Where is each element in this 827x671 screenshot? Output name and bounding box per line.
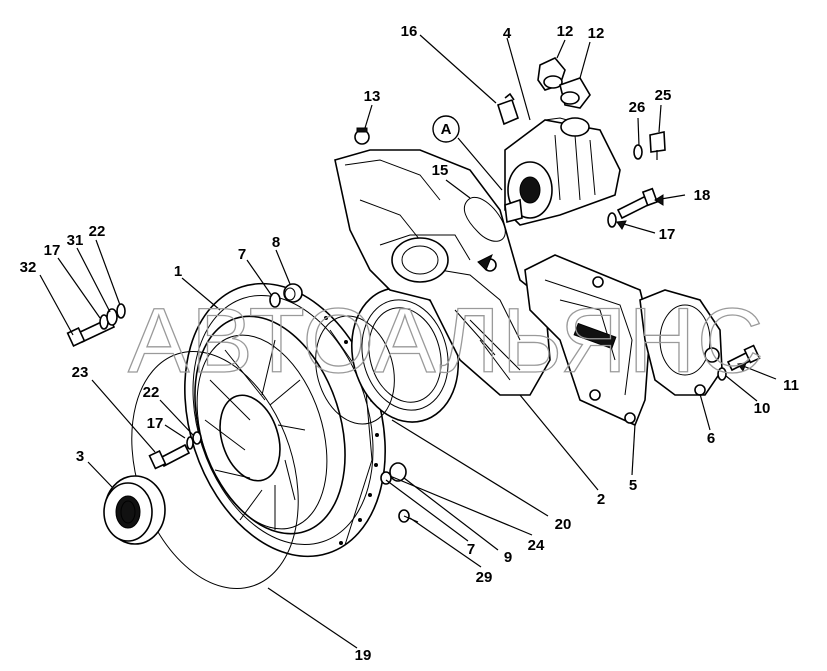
part-label-1: 1 xyxy=(174,263,182,280)
part-label-29: 29 xyxy=(476,569,493,586)
part-label-31: 31 xyxy=(67,232,84,249)
cover-bolt-part xyxy=(726,344,761,372)
part-label-9: 9 xyxy=(504,549,512,566)
gasket-part xyxy=(463,197,506,242)
callout-a: A xyxy=(432,115,460,143)
part-label-25: 25 xyxy=(655,87,672,104)
part-label-8: 8 xyxy=(272,234,280,251)
end-cover-part xyxy=(639,289,723,396)
pulley-part xyxy=(103,475,166,545)
part-label-4: 4 xyxy=(503,25,512,42)
part-label-6: 6 xyxy=(707,430,715,447)
elbow-fitting-part xyxy=(537,57,566,91)
gasket-ring-part xyxy=(315,315,395,425)
part-label-17b: 17 xyxy=(44,242,61,259)
part-number-labels: 16 4 12 12 13 26 25 15 18 17 32 17 31 22… xyxy=(20,23,799,664)
small-bolt-part xyxy=(649,131,666,160)
plug-part xyxy=(354,127,370,145)
fan-wheel-part xyxy=(184,282,386,558)
part-label-26: 26 xyxy=(629,99,646,116)
part-label-10: 10 xyxy=(754,400,771,417)
part-label-16: 16 xyxy=(401,23,418,40)
part-label-7b: 7 xyxy=(467,541,475,558)
part-label-3: 3 xyxy=(76,448,84,465)
washer-part-6 xyxy=(192,431,202,445)
cover-washer-part xyxy=(717,367,727,381)
part-label-20: 20 xyxy=(555,516,572,533)
washer-part-5 xyxy=(186,436,194,450)
drain-plug-part xyxy=(380,462,407,485)
cover-part xyxy=(524,254,651,427)
part-label-7a: 7 xyxy=(238,246,246,263)
washer-part xyxy=(633,144,643,160)
callout-a-label: A xyxy=(441,121,452,138)
part-label-2: 2 xyxy=(597,491,605,508)
watermark-text: АВТОАЛЬЯНС xyxy=(128,290,766,392)
spacer-part xyxy=(106,308,118,326)
pump-part xyxy=(504,117,621,226)
part-label-18: 18 xyxy=(694,187,711,204)
leader-lines xyxy=(39,34,777,649)
part-label-23: 23 xyxy=(72,364,89,381)
stud-part xyxy=(398,509,419,523)
part-label-5: 5 xyxy=(629,477,637,494)
pulley-bolt-part xyxy=(148,443,191,470)
part-label-19: 19 xyxy=(355,647,372,664)
part-label-22a: 22 xyxy=(89,223,106,240)
leader-arrowheads xyxy=(477,194,747,373)
part-label-22b: 22 xyxy=(143,384,160,401)
washer-part-2 xyxy=(607,212,617,228)
part-label-13: 13 xyxy=(364,88,381,105)
part-label-17a: 17 xyxy=(659,226,676,243)
part-label-17c: 17 xyxy=(147,415,164,432)
washer-part-4 xyxy=(116,303,126,319)
nipple-fitting-part xyxy=(497,92,519,126)
part-label-15: 15 xyxy=(432,162,449,179)
plug-nut-part xyxy=(283,283,303,303)
part-label-32: 32 xyxy=(20,259,37,276)
part-label-12b: 12 xyxy=(588,25,605,42)
part-label-24: 24 xyxy=(528,537,545,554)
seal-ring-part xyxy=(269,292,281,308)
long-bolt-part xyxy=(616,187,659,220)
part-label-11: 11 xyxy=(783,377,799,394)
part-label-12a: 12 xyxy=(557,23,574,40)
elbow-fitting-part-2 xyxy=(559,77,591,109)
